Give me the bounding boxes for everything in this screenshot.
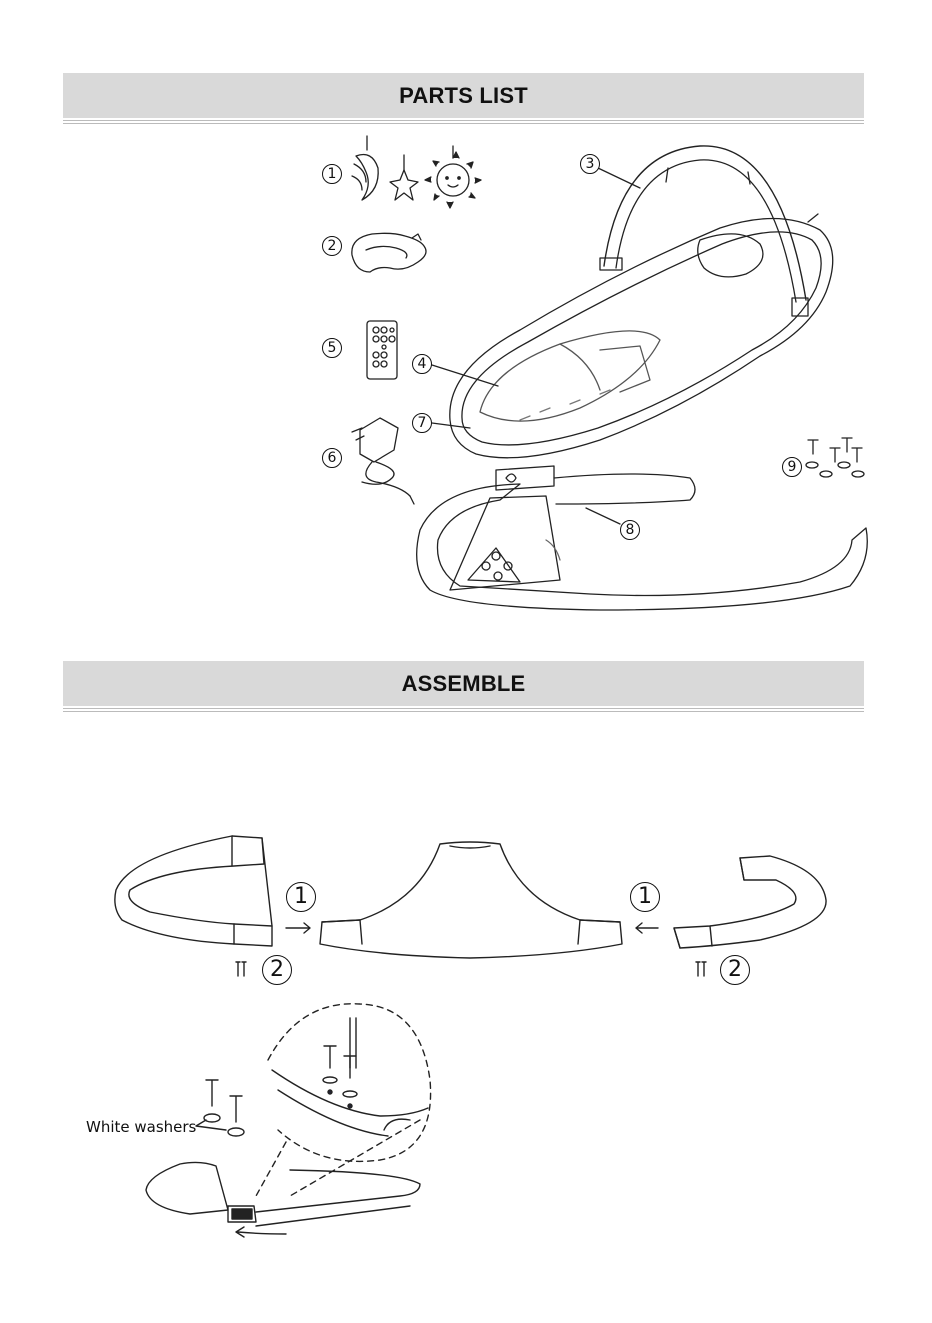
step-number-badge: 1 xyxy=(286,882,316,912)
step-number-badge: 1 xyxy=(630,882,660,912)
step-number-badge: 2 xyxy=(720,955,750,985)
step-number-badge: 2 xyxy=(262,955,292,985)
white-washers-label: White washers xyxy=(86,1118,196,1136)
